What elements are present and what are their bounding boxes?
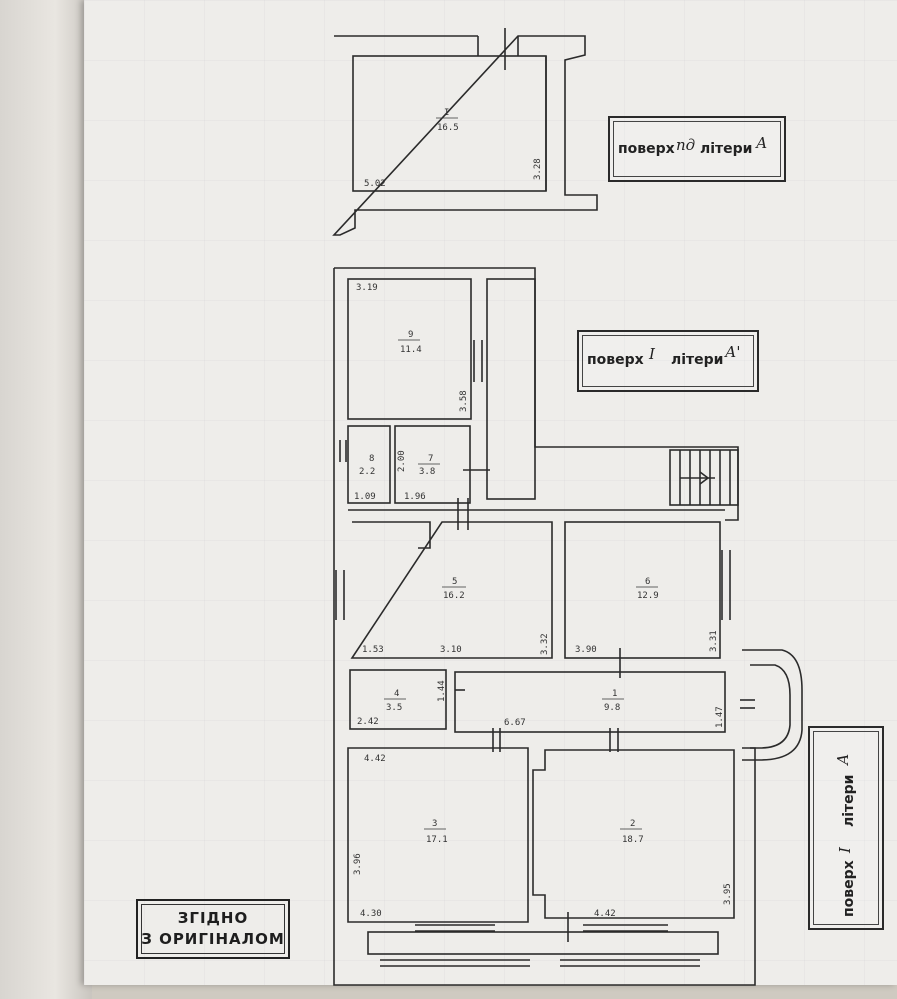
- stamp-inner-border: [582, 335, 754, 387]
- dimension-labels: 5.02 3.28 3.19 3.58 1.09 2.00 1.96 1.53 …: [353, 158, 733, 919]
- dim-room5-width2: 3.10: [440, 645, 462, 655]
- stamp-right-rotated-content: поверх І літери А: [831, 733, 861, 923]
- stamp-middle-floor: І: [649, 345, 655, 363]
- room-6-area: 12.9: [637, 591, 659, 601]
- stamp-middle-word2: літери: [671, 352, 724, 368]
- room-labels: I 16.5 9 11.4 8 2.2 7 3.8 5 16.2 6 12.9 …: [359, 108, 659, 845]
- dim-room2-height: 3.95: [723, 883, 733, 905]
- stamp-upper-word1: поверх: [618, 141, 675, 157]
- dim-room4-width: 2.42: [357, 717, 379, 727]
- dim-room3-height: 3.96: [353, 853, 363, 875]
- dim-roomI-width: 5.02: [364, 179, 386, 189]
- dim-room5-height: 3.32: [540, 633, 550, 655]
- dim-room8-width: 1.09: [354, 492, 376, 502]
- dim-room1-height: 1.47: [715, 706, 725, 728]
- floor-stamp-upper: поверх пд літери А: [608, 116, 786, 182]
- dim-room8-height: 2.00: [397, 450, 407, 472]
- room-I-number: I: [444, 108, 449, 118]
- dim-room9-width: 3.19: [356, 283, 378, 293]
- stamp-upper-word2: літери: [700, 141, 753, 157]
- room-4-number: 4: [394, 689, 399, 699]
- stamp-middle-word1: поверх: [587, 352, 644, 368]
- room-7-number: 7: [428, 454, 433, 464]
- stamp-inner-border: [813, 731, 879, 925]
- room-4-area: 3.5: [386, 703, 402, 713]
- dim-room6-width: 3.90: [575, 645, 597, 655]
- room-2-area: 18.7: [622, 835, 644, 845]
- room-I-area: 16.5: [437, 123, 459, 133]
- dim-room7-width: 1.96: [404, 492, 426, 502]
- stamp-right-letter: А: [834, 753, 852, 765]
- room-1-area: 9.8: [604, 703, 620, 713]
- room-1-number: 1: [612, 689, 617, 699]
- room-2-number: 2: [630, 819, 635, 829]
- certification-line-1: ЗГІДНО: [177, 909, 249, 927]
- seal-inner-border: [141, 904, 285, 954]
- certification-stamp: ЗГІДНО З ОРИГІНАЛОМ: [136, 899, 290, 959]
- sheet-grid: [84, 0, 897, 985]
- dim-room1-width: 6.67: [504, 718, 526, 728]
- room-3-number: 3: [432, 819, 437, 829]
- room-8-area: 2.2: [359, 467, 375, 477]
- dim-room9-height: 3.58: [459, 390, 469, 412]
- stamp-upper-floor: пд: [676, 136, 696, 154]
- room-7-area: 3.8: [419, 467, 435, 477]
- dim-room3-width-bottom: 4.30: [360, 909, 382, 919]
- room-6-number: 6: [645, 577, 650, 587]
- room-8-number: 8: [369, 454, 374, 464]
- stamp-right-floor: І: [836, 847, 854, 853]
- dim-roomI-height: 3.28: [533, 158, 543, 180]
- stamp-middle-letter: А': [725, 343, 741, 361]
- room-9-number: 9: [408, 330, 413, 340]
- floor-stamp-right: поверх І літери А: [808, 726, 884, 930]
- room-5-area: 16.2: [443, 591, 465, 601]
- dim-room3-width-top: 4.42: [364, 754, 386, 764]
- ground-floor-outline: [333, 267, 803, 986]
- underlying-page: [0, 0, 92, 999]
- stamp-upper-letter: А: [756, 134, 768, 152]
- floor-stamp-middle: поверх І літери А': [577, 330, 759, 392]
- stamp-inner-border: [613, 121, 781, 177]
- dim-room4-height: 1.44: [437, 680, 447, 702]
- stamp-right-word2: літери: [841, 774, 857, 828]
- room-3-area: 17.1: [426, 835, 448, 845]
- attic-outline: [332, 28, 598, 236]
- room-5-number: 5: [452, 577, 457, 587]
- room-9-area: 11.4: [400, 345, 422, 355]
- stamp-right-word1: поверх: [841, 860, 857, 917]
- dim-room6-height: 3.31: [709, 630, 719, 652]
- dim-room2-width: 4.42: [594, 909, 616, 919]
- dim-room5-width1: 1.53: [362, 645, 384, 655]
- floor-plan-sheet: [84, 0, 897, 985]
- certification-line-2: З ОРИГІНАЛОМ: [141, 930, 285, 948]
